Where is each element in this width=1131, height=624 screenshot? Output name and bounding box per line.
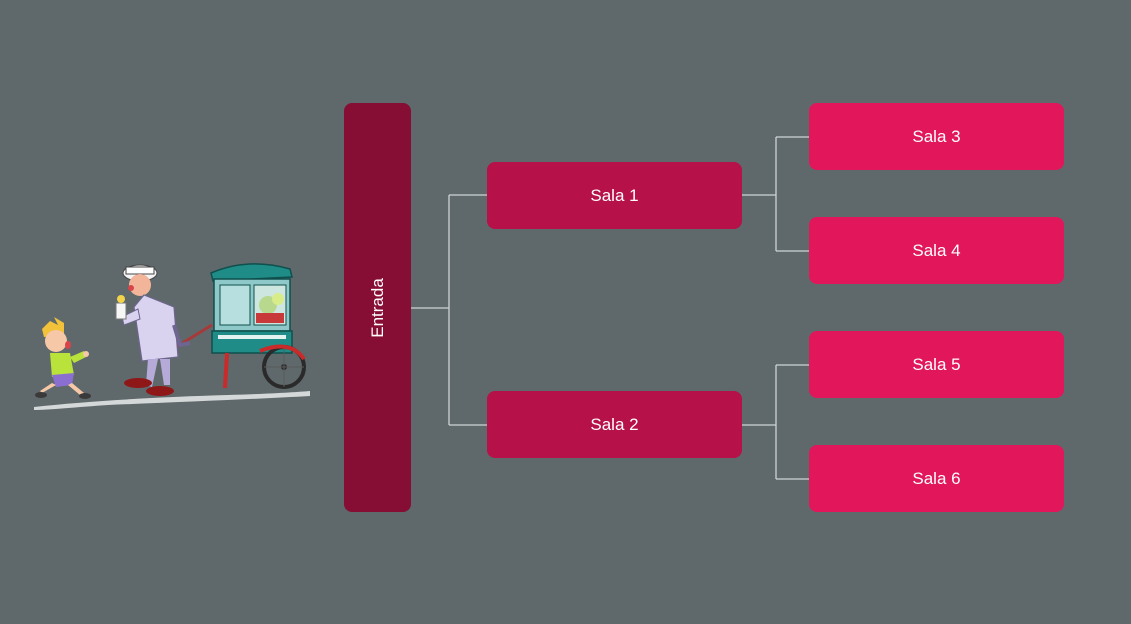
node-sala-6: Sala 6 bbox=[809, 445, 1064, 512]
node-sala-1: Sala 1 bbox=[487, 162, 742, 229]
node-sala-6-label: Sala 6 bbox=[912, 468, 961, 488]
node-sala-1-label: Sala 1 bbox=[590, 185, 639, 205]
node-sala-4-label: Sala 4 bbox=[912, 240, 961, 260]
child-figure bbox=[35, 317, 91, 399]
node-sala-5-label: Sala 5 bbox=[912, 354, 961, 374]
popcorn-cart bbox=[175, 263, 306, 389]
node-sala-2-label: Sala 2 bbox=[590, 414, 639, 434]
node-sala-2: Sala 2 bbox=[487, 391, 742, 458]
ground-shadow bbox=[34, 391, 310, 410]
node-sala-3: Sala 3 bbox=[809, 103, 1064, 170]
node-sala-3-label: Sala 3 bbox=[912, 126, 961, 146]
node-sala-5: Sala 5 bbox=[809, 331, 1064, 398]
vendor-figure bbox=[115, 264, 191, 396]
popcorn-vendor-illustration bbox=[34, 263, 310, 410]
connector-group bbox=[411, 136, 809, 480]
node-entrada: Entrada bbox=[344, 103, 411, 512]
node-sala-4: Sala 4 bbox=[809, 217, 1064, 284]
node-entrada-label: Entrada bbox=[367, 277, 387, 338]
